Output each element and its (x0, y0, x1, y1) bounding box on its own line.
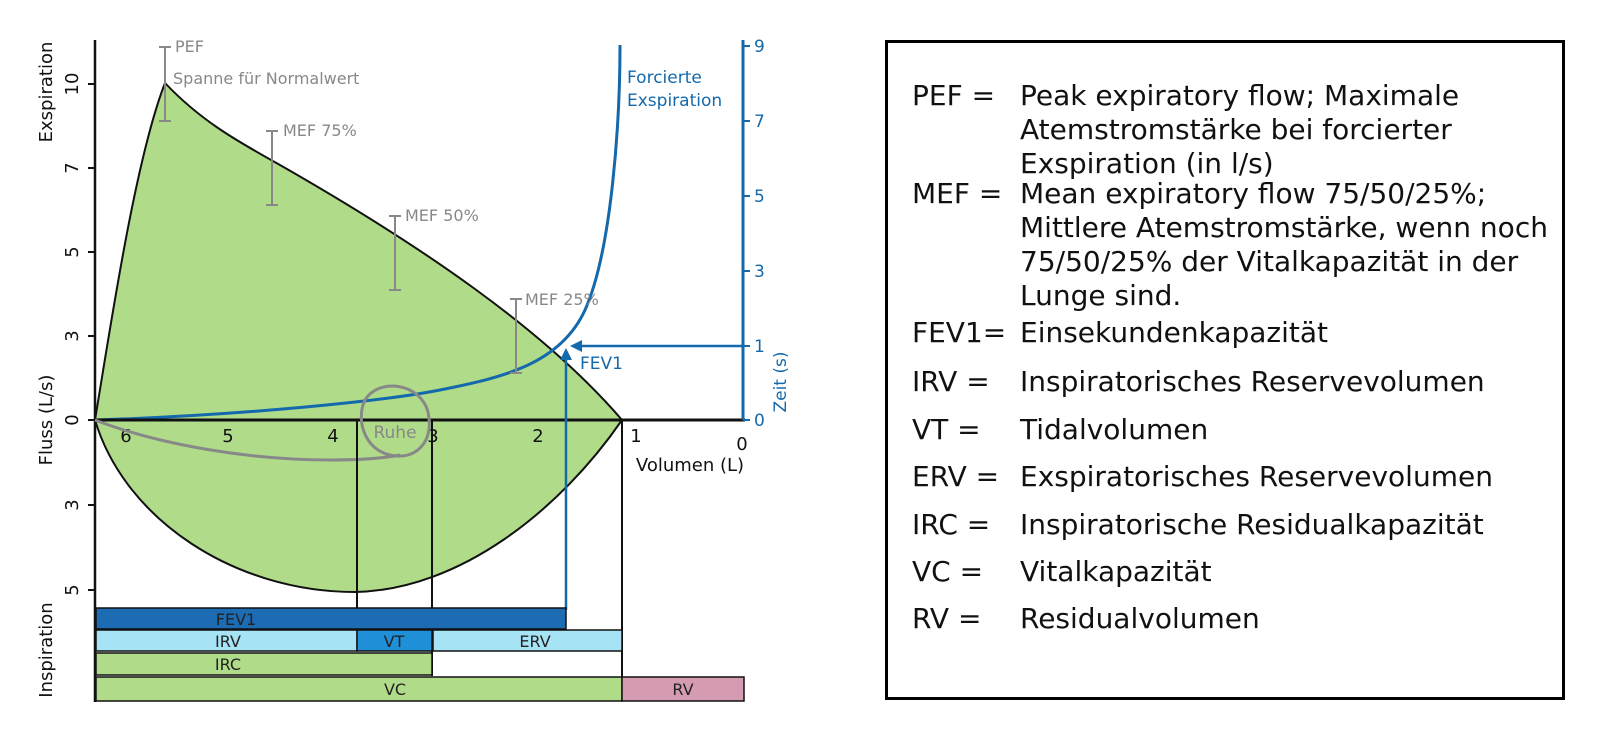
tick-label: 7 (754, 112, 765, 132)
fev1-horizontal-arrowhead (570, 340, 582, 352)
legend-abbr: FEV1= (912, 316, 1007, 349)
left-axis-tick-labels: 10 7 5 3 0 3 5 (62, 73, 83, 596)
legend-definition: Vitalkapazität (1020, 555, 1212, 588)
y-axis-title-expiration: Exspiration (36, 42, 57, 143)
mef25-label: MEF 25% (525, 290, 599, 309)
legend-abbr: RV = (912, 602, 982, 635)
legend-definition: Inspiratorisches Reservevolumen (1020, 365, 1485, 398)
legend-abbr: VC = (912, 555, 984, 588)
legend-abbr: IRC = (912, 508, 991, 541)
tick-label: 7 (62, 162, 83, 173)
tick-label: 2 (532, 426, 543, 447)
y-axis-title-flow: Fluss (L/s) (36, 375, 57, 466)
legend-abbr: IRV = (912, 365, 990, 398)
tick-label: 5 (62, 246, 83, 257)
rv-bar-label: RV (672, 680, 693, 699)
tick-label: 3 (754, 262, 765, 282)
legend-definition: Peak expiratory flow; Maximale Atemstrom… (1020, 79, 1460, 180)
irc-bar (95, 652, 433, 676)
tick-label: 1 (630, 426, 641, 447)
normal-range-label: Spanne für Normalwert (173, 69, 359, 88)
pef-label: PEF (175, 37, 204, 56)
irv-bar-label: IRV (215, 632, 241, 651)
mef75-label: MEF 75% (283, 121, 357, 140)
x-axis-title: Volumen (L) (636, 455, 744, 476)
fev1-bar-label: FEV1 (216, 610, 256, 629)
flow-volume-loop (93, 81, 624, 594)
tick-label: 9 (754, 37, 765, 57)
legend-definition: Tidalvolumen (1020, 413, 1209, 446)
mef50-label: MEF 50% (405, 206, 479, 225)
tick-label: 3 (62, 499, 83, 510)
legend-abbr: PEF = (912, 79, 996, 112)
flow-volume-diagram: 10 7 5 3 0 3 5 Exspiration Fluss (L/s) I… (36, 37, 791, 702)
left-axis-ticks (88, 83, 95, 591)
tick-label: 5 (222, 426, 233, 447)
tick-label: 4 (327, 426, 338, 447)
legend-definition: Mean expiratory flow 75/50/25%; Mittlere… (1020, 177, 1548, 312)
vt-bar (356, 629, 433, 652)
erv-bar-label: ERV (519, 632, 550, 651)
tick-label: 1 (754, 337, 765, 357)
rest-label: Ruhe (373, 423, 416, 443)
irc-bar-label: IRC (215, 655, 241, 674)
vt-bar-label: VT (384, 632, 405, 651)
tick-label: 6 (120, 426, 131, 447)
fev1-vertical-arrowhead (560, 348, 572, 360)
tick-label: 0 (62, 414, 83, 425)
vc-bar-label: VC (384, 680, 406, 699)
legend-definition: Exspiratorisches Reservevolumen (1020, 460, 1493, 493)
tick-label: 0 (754, 411, 765, 431)
legend-definition: Residualvolumen (1020, 602, 1260, 635)
forced-expiration-label-line1: Forcierte (627, 68, 702, 88)
legend-abbr: MEF = (912, 177, 1003, 210)
normal-range-labels: PEF Spanne für Normalwert MEF 75% MEF 50… (173, 37, 599, 309)
vc-bar (95, 676, 623, 702)
legend-definition: Einsekundenkapazität (1020, 316, 1329, 349)
fev1-label: FEV1 (580, 354, 623, 374)
tick-label: 5 (62, 584, 83, 595)
tick-label: 10 (62, 73, 83, 96)
forced-expiration-curve (94, 44, 622, 422)
legend-abbr: VT = (912, 413, 981, 446)
tick-label: 0 (736, 434, 747, 455)
y-axis-title-inspiration: Inspiration (36, 602, 57, 697)
resting-breath-loop (359, 384, 431, 458)
tick-label: 5 (754, 187, 765, 207)
right-axis-tick-labels: 9 7 5 3 1 0 (754, 37, 765, 431)
resting-breath-curve (94, 418, 401, 462)
tick-label: 3 (62, 330, 83, 341)
forced-expiration-label-line2: Exspiration (627, 91, 722, 111)
normal-range-bars (159, 46, 522, 374)
rv-bar (621, 676, 745, 702)
fev1-bar (95, 607, 567, 630)
right-axis-ticks (743, 45, 750, 421)
legend-box: PEF = Peak expiratory flow; Maximale Ate… (885, 40, 1565, 700)
erv-bar (432, 629, 623, 652)
right-axis-title: Zeit (s) (771, 351, 791, 412)
legend-abbr: ERV = (912, 460, 1000, 493)
legend-definition: Inspiratorische Residualkapazität (1020, 508, 1484, 541)
